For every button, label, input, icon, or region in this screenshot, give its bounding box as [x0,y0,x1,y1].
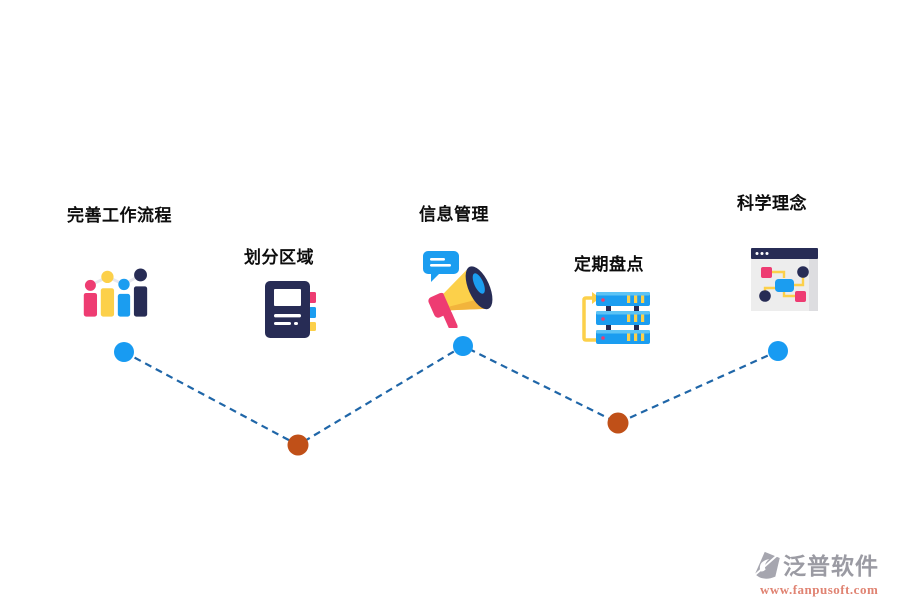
node-dot-1 [114,342,134,362]
server-row [596,292,650,306]
item-5-label: 科学理念 [737,194,807,213]
megaphone-icon [423,251,493,328]
fanpu-logo-name: 泛普软件 [783,552,879,579]
fanpu-logo-icon [753,551,780,579]
bar-chart-icon [83,268,148,317]
fanpu-logo-url: www.fanpusoft.com [760,582,879,597]
item-3-label: 信息管理 [419,205,489,224]
server-stack-icon [582,292,650,344]
flowchart-window-icon [751,248,818,311]
fanpu-logo[interactable]: 泛普软件 www.fanpusoft.com [752,551,894,597]
node-dot-5 [768,341,788,361]
item-1-label: 完善工作流程 [67,206,172,225]
item-2-label: 划分区域 [244,248,314,267]
speech-bubble-icon [423,251,459,282]
server-row [596,311,650,325]
node-dot-4 [607,412,629,434]
node-dot-3 [453,336,473,356]
node-dot-2 [287,434,309,456]
item-4-label: 定期盘点 [574,255,644,274]
dashed-line [123,344,779,447]
notebook-icon [265,281,316,338]
server-row [596,330,650,344]
